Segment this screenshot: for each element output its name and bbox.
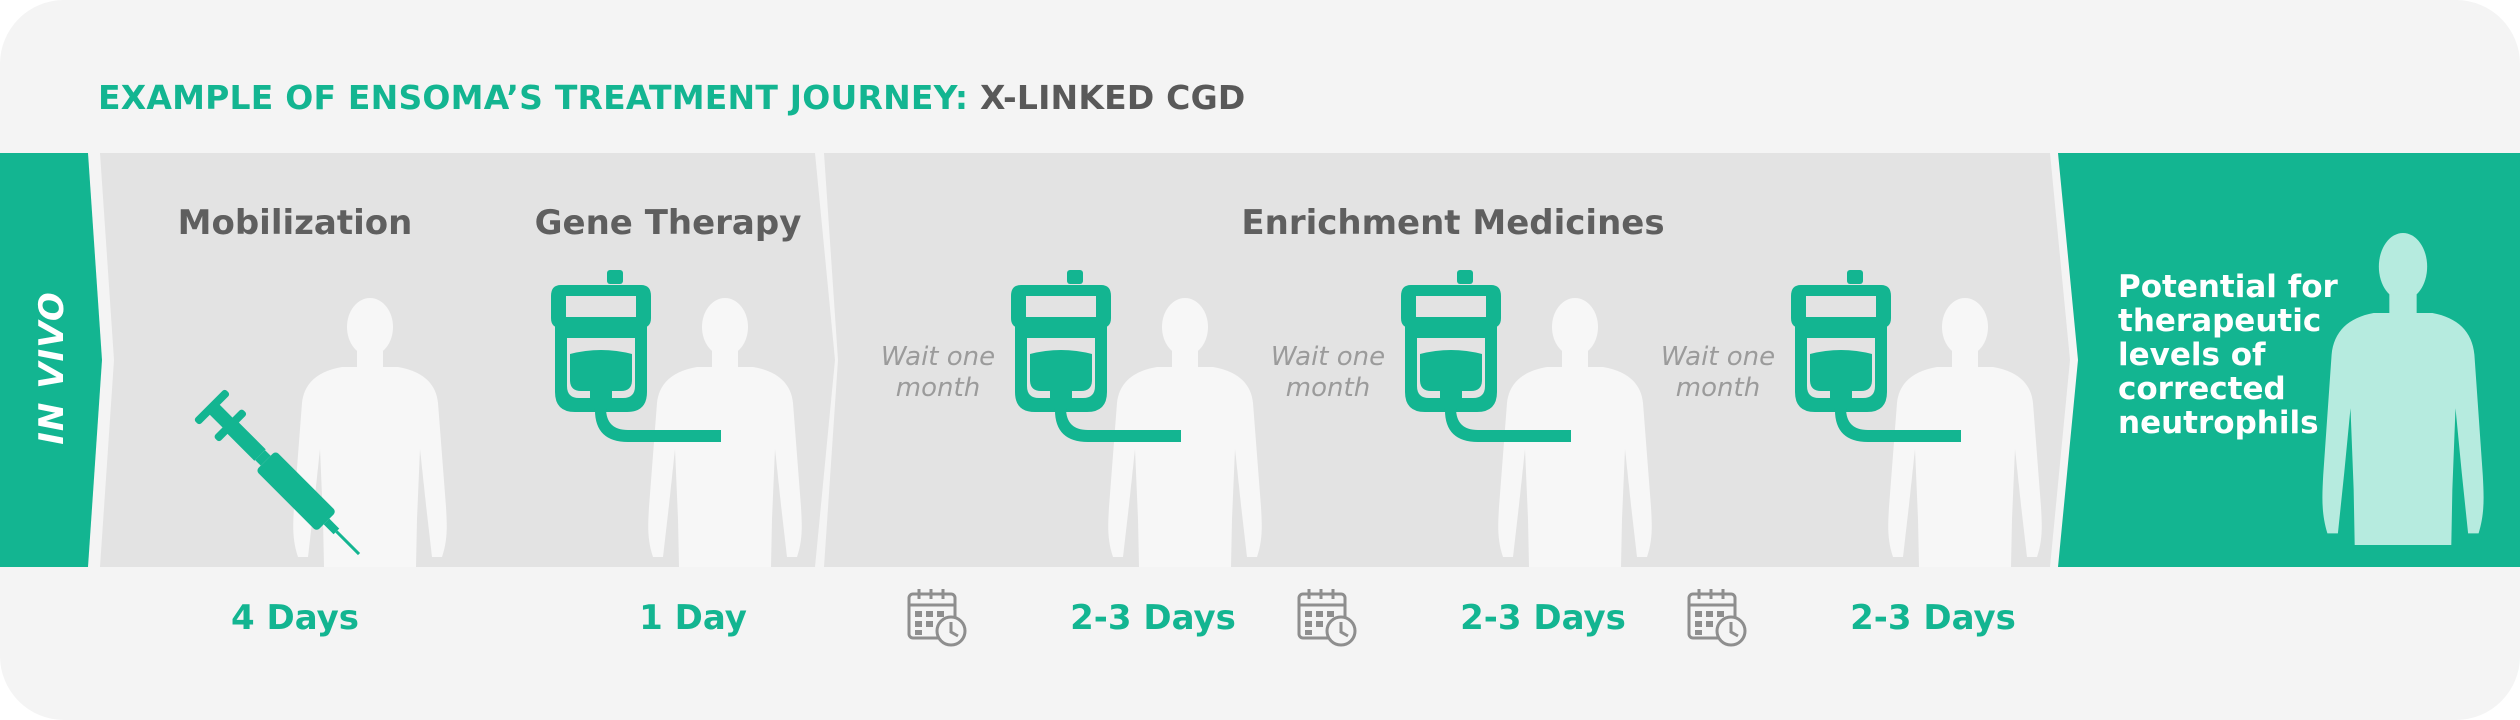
- diagram-title: EXAMPLE OF ENSOMA’S TREATMENT JOURNEY: X…: [98, 78, 1245, 117]
- calendar-clock-icon: [1297, 589, 1357, 647]
- journey-band: [0, 153, 2520, 567]
- title-rest: X-LINKED CGD: [980, 78, 1246, 117]
- calendar-clock-icon: [1687, 589, 1747, 647]
- duration-mobilization: 4 Days: [230, 598, 360, 638]
- duration-enrichment-dose: 2-3 Days: [1070, 598, 1236, 638]
- duration-gene-therapy: 1 Day: [639, 598, 747, 638]
- calendar-clock-icon: [907, 589, 967, 647]
- duration-enrichment-dose: 2-3 Days: [1460, 598, 1626, 638]
- title-highlight: EXAMPLE OF ENSOMA’S TREATMENT JOURNEY:: [98, 78, 969, 117]
- in-vivo-label: IN VIVO: [32, 291, 72, 445]
- wait-label: Wait one month: [880, 342, 996, 403]
- in-vivo-tab: [0, 153, 102, 567]
- stage-heading-mobilization: Mobilization: [177, 203, 413, 243]
- stage-heading-enrichment: Enrichment Medicines: [1241, 203, 1665, 243]
- wait-label: Wait one month: [1660, 342, 1776, 403]
- stage-heading-gene-therapy: Gene Therapy: [534, 203, 802, 243]
- wait-label: Wait one month: [1270, 342, 1386, 403]
- outcome-text: Potential for therapeutic levels of corr…: [2118, 269, 2338, 441]
- duration-enrichment-dose: 2-3 Days: [1850, 598, 2016, 638]
